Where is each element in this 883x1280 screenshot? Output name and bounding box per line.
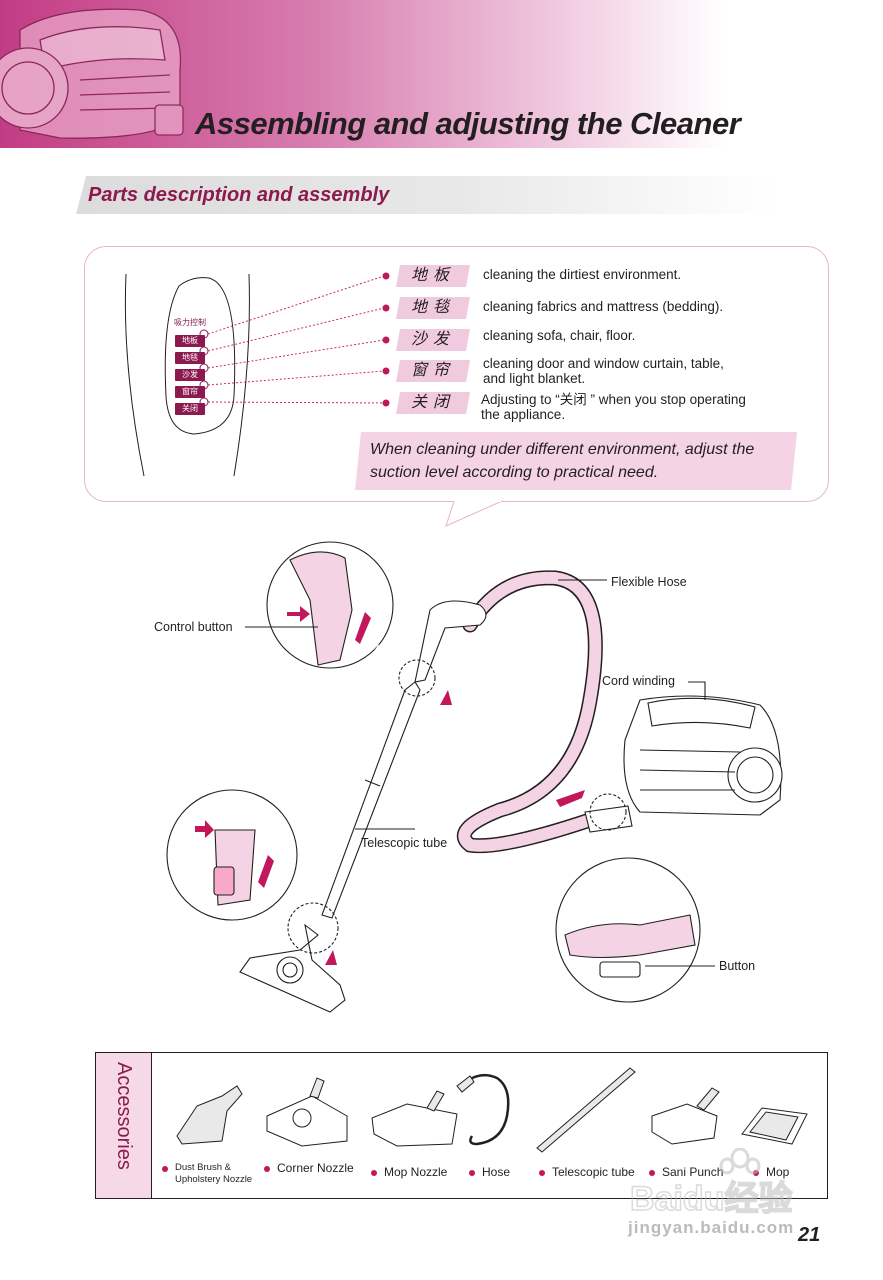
bullet-icon (264, 1165, 270, 1172)
mode-desc-off-line1: Adjusting to “关闭 ” when you stop operati… (481, 392, 746, 407)
accessory-hose-label: Hose (482, 1165, 511, 1179)
mode-desc-off-line2: the appliance. (481, 407, 566, 422)
bullet-icon (649, 1169, 655, 1176)
note-text: When cleaning under different environmen… (370, 441, 755, 481)
accessory-sani-punch: Sani Punch (649, 1166, 723, 1178)
callout-cord-winding: Cord winding (602, 674, 675, 688)
accessory-telescopic-tube-label: Telescopic tube (552, 1165, 635, 1179)
note-box (355, 432, 797, 490)
bullet-icon (539, 1169, 545, 1176)
vacuum-assembly-diagram (166, 541, 783, 1013)
mode-desc-sofa: cleaning sofa, chair, floor. (483, 328, 636, 343)
accessories-illustrations (176, 1067, 808, 1153)
accessory-telescopic-tube: Telescopic tube (539, 1166, 635, 1178)
accessory-corner-nozzle: Corner Nozzle (264, 1162, 354, 1174)
mode-tag-sofa: 沙发 (396, 329, 470, 351)
control-button-carpet: 地毯 (175, 352, 205, 364)
control-button-floor: 地板 (175, 335, 205, 347)
watermark-logo-text: Baidu经验 (630, 1179, 792, 1218)
mode-desc-curtain-line1: cleaning door and window curtain, table, (483, 356, 724, 371)
watermark-text: jingyan.baidu.com (628, 1218, 795, 1237)
suction-control-label: 吸力控制 (174, 318, 206, 327)
baidu-watermark-logo: Baidu经验 (629, 1148, 793, 1219)
section-bar (76, 176, 776, 214)
accessory-dust-brush-line2: Upholstery Nozzle (175, 1174, 253, 1185)
accessory-mop-nozzle-label: Mop Nozzle (384, 1165, 448, 1179)
accessory-dust-brush-line1: Dust Brush & (175, 1162, 231, 1173)
accessory-mop-nozzle: Mop Nozzle (371, 1166, 447, 1178)
accessories-title: Accessories (113, 1062, 135, 1170)
mode-tag-floor: 地板 (396, 265, 470, 287)
accessory-mop-label: Mop (766, 1165, 790, 1179)
mode-desc-carpet: cleaning fabrics and mattress (bedding). (483, 299, 724, 314)
vacuum-header-illustration (0, 8, 184, 139)
bullet-icon (371, 1169, 377, 1176)
control-button-sofa: 沙发 (175, 369, 205, 381)
mode-desc-curtain-line2: and light blanket. (483, 371, 586, 386)
section-title: Parts description and assembly (88, 184, 390, 206)
control-button-off: 关闭 (175, 403, 205, 415)
control-button-curtain: 窗帘 (175, 386, 205, 398)
page-number: 21 (798, 1224, 821, 1246)
callout-button: Button (719, 959, 756, 973)
callout-control-button: Control button (154, 620, 233, 634)
bullet-icon (469, 1169, 475, 1176)
accessories-sidebar (96, 1053, 152, 1198)
accessory-dust-brush-label: Dust Brush &Upholstery Nozzle (175, 1162, 252, 1186)
accessory-dust-brush: Dust Brush &Upholstery Nozzle (162, 1162, 252, 1186)
accessory-corner-nozzle-label: Corner Nozzle (277, 1161, 354, 1175)
callout-telescopic-tube: Telescopic tube (361, 836, 448, 850)
page-title: Assembling and adjusting the Cleaner (195, 106, 741, 141)
bullet-icon (162, 1165, 168, 1172)
mode-desc-floor: cleaning the dirtiest environment. (483, 267, 682, 282)
mode-tag-carpet: 地毯 (396, 297, 470, 319)
accessory-sani-punch-label: Sani Punch (662, 1165, 724, 1179)
callout-flexible-hose: Flexible Hose (611, 575, 687, 589)
accessory-hose: Hose (469, 1166, 510, 1178)
mode-tag-curtain: 窗帘 (396, 360, 470, 382)
mode-tag-off: 关闭 (396, 392, 470, 414)
